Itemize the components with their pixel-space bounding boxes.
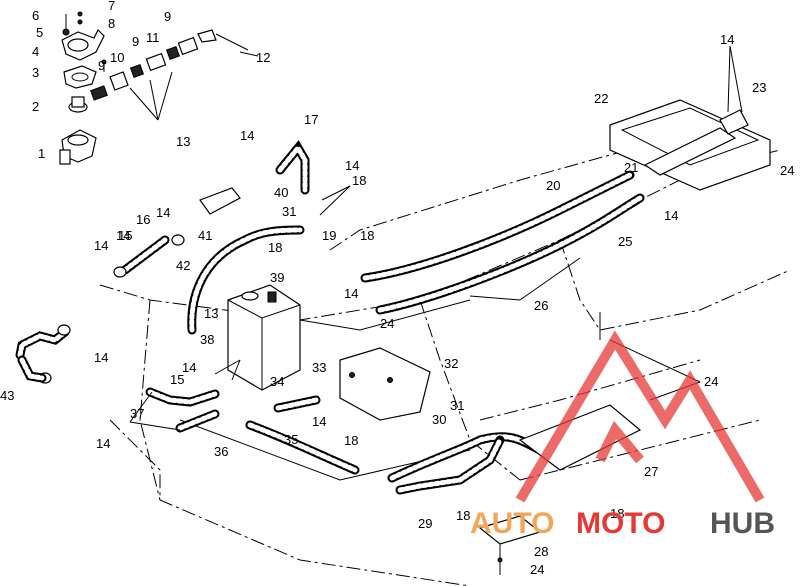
part-number-labels: 6 7 8 5 4 3 2 1 9 10 11 9 9 12 13 14 14 … [0,0,794,577]
part-label: 36 [214,444,228,459]
part-label: 12 [256,50,270,65]
bypass-fittings [90,29,249,101]
part-label: 41 [198,228,212,243]
part-label: 5 [36,25,43,40]
thermostat-housing [59,11,107,165]
part-label: 18 [610,506,624,521]
watermark-text-hub: HUB [710,507,775,540]
part-label: 8 [108,16,115,31]
part-label: 9 [164,9,171,24]
part-label: 21 [624,160,638,175]
part-label: 18 [268,240,282,255]
part-label: 15 [170,372,184,387]
watermark-logo: AUTO MOTO HUB [470,330,775,540]
part-label: 14 [182,360,196,375]
part-label: 13 [204,306,218,321]
part-label: 22 [594,91,608,106]
part-label: 10 [110,50,124,65]
part-label: 34 [270,374,284,389]
leader-lines [129,45,743,431]
part-label: 30 [432,412,446,427]
part-label: 14 [240,128,254,143]
part-label: 16 [136,212,150,227]
hose-assembly-left [15,187,241,433]
main-hoses [187,140,645,495]
part-label: 43 [0,388,14,403]
watermark-text-auto: AUTO [470,507,554,540]
part-label: 9 [98,58,105,73]
part-label: 38 [200,332,214,347]
part-label: 42 [176,258,190,273]
part-label: 39 [270,270,284,285]
watermark-text-moto: MOTO [576,507,665,540]
part-label: 14 [156,205,170,220]
part-label: 32 [444,356,458,371]
part-label: 14 [94,350,108,365]
part-label: 18 [360,228,374,243]
part-label: 31 [450,398,464,413]
part-label: 23 [752,80,766,95]
part-label: 31 [282,204,296,219]
part-label: 27 [644,464,658,479]
part-label: 3 [32,65,39,80]
part-label: 2 [32,99,39,114]
part-label: 24 [704,374,718,389]
part-label: 40 [274,185,288,200]
part-label: 14 [344,286,358,301]
part-label: 18 [352,173,366,188]
part-label: 4 [32,44,39,59]
part-label: 14 [96,436,110,451]
part-label: 35 [284,432,298,447]
heat-exchanger [609,99,771,191]
part-label: 14 [116,228,130,243]
part-label: 24 [780,163,794,178]
part-label: 37 [130,406,144,421]
part-label: 18 [456,508,470,523]
part-label: 25 [618,234,632,249]
part-label: 14 [664,208,678,223]
part-label: 26 [534,298,548,313]
part-label: 9 [132,34,139,49]
part-label: 17 [304,112,318,127]
part-label: 7 [108,0,115,13]
part-label: 14 [720,32,734,47]
part-label: 28 [534,544,548,559]
part-label: 15 [118,228,132,243]
part-label: 24 [530,562,544,577]
part-label: 33 [312,360,326,375]
part-label: 1 [38,146,45,161]
part-label: 11 [146,30,160,45]
part-label: 18 [344,433,358,448]
part-label: 14 [345,158,359,173]
part-label: 19 [322,228,336,243]
coolant-tank [227,284,301,391]
part-label: 6 [32,8,39,23]
part-label: 14 [94,238,108,253]
part-label: 14 [312,414,326,429]
part-label: 20 [546,178,560,193]
part-label: 13 [176,134,190,149]
part-label: 29 [418,516,432,531]
part-label: 24 [380,316,394,331]
